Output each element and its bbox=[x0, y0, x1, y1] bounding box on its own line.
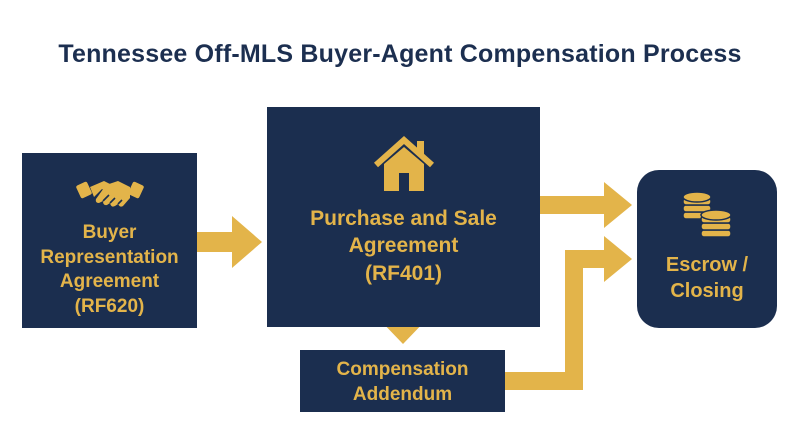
psa-label-line: Purchase and Sale bbox=[310, 207, 497, 230]
escrow-label: Escrow / Closing bbox=[637, 252, 777, 304]
handshake-icon bbox=[22, 171, 197, 213]
buyer-label: Buyer Representation Agreement (RF620) bbox=[22, 221, 197, 320]
arrow-psa-to-escrow bbox=[540, 182, 632, 228]
buyer-label-line: Buyer bbox=[82, 222, 137, 243]
node-buyer-representation: Buyer Representation Agreement (RF620) bbox=[22, 153, 197, 328]
comp-label-line: Addendum bbox=[352, 383, 453, 405]
node-purchase-and-sale: Purchase and Sale Agreement (RF401) bbox=[267, 107, 540, 327]
comp-label: Compensation Addendum bbox=[300, 358, 505, 407]
arrow-compensation-to-escrow bbox=[505, 236, 632, 390]
buyer-label-line: (RF620) bbox=[74, 296, 145, 318]
node-escrow-closing: Escrow / Closing bbox=[637, 170, 777, 328]
buyer-label-line: Agreement bbox=[59, 271, 160, 293]
psa-label-line: Agreement bbox=[348, 234, 459, 258]
escrow-label-line: Escrow / bbox=[665, 254, 749, 276]
buyer-label-line: Representation bbox=[40, 246, 179, 268]
page-title: Tennessee Off-MLS Buyer-Agent Compensati… bbox=[58, 40, 742, 68]
coins-icon bbox=[637, 190, 777, 240]
psa-label-line: (RF401) bbox=[364, 261, 443, 285]
house-icon bbox=[267, 135, 540, 195]
arrow-buyer-to-psa bbox=[197, 216, 262, 268]
comp-label-line: Compensation bbox=[336, 359, 469, 380]
psa-label: Purchase and Sale Agreement (RF401) bbox=[267, 205, 540, 287]
node-compensation-addendum: Compensation Addendum bbox=[300, 350, 505, 412]
escrow-label-line: Closing bbox=[670, 280, 744, 302]
